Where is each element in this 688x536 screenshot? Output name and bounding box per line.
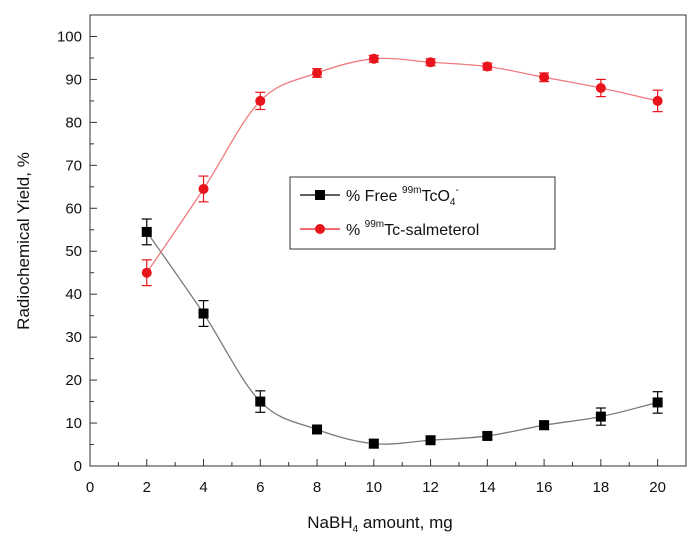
legend-label-salmeterol: % 99mTc-salmeterol <box>346 219 479 239</box>
data-point-1-1 <box>198 183 209 194</box>
legend-marker-circle <box>315 224 325 234</box>
x-tick-label-16: 16 <box>536 479 553 496</box>
legend-free-main: TcO <box>421 188 449 205</box>
y-axis-title: Radiochemical Yield, % <box>14 152 33 330</box>
data-point-1-2 <box>255 95 266 106</box>
legend-free-sup2: - <box>455 185 458 196</box>
data-point-0-2 <box>255 396 266 407</box>
legend-salm-prefix: % <box>346 222 365 239</box>
data-point-0-4 <box>368 438 379 449</box>
legend-salm-main: Tc-salmeterol <box>384 222 479 239</box>
data-point-0-6 <box>482 430 493 441</box>
y-tick-label-90: 90 <box>65 71 82 88</box>
data-point-1-8 <box>595 83 606 94</box>
data-point-0-9 <box>652 397 663 408</box>
x-tick-label-10: 10 <box>365 479 382 496</box>
x-tick-label-12: 12 <box>422 479 439 496</box>
axes: 0 2 4 6 8 10 12 14 16 18 20 0 10 20 30 40 50 60 70 80 90 100 <box>57 14 687 496</box>
y-tick-label-10: 10 <box>65 415 82 432</box>
legend-label-free: % Free 99mTcO4- <box>346 185 459 208</box>
y-tick-label-70: 70 <box>65 157 82 174</box>
y-tick-label-80: 80 <box>65 114 82 131</box>
legend-marker-square <box>315 190 325 200</box>
legend-free-sub: 4 <box>450 197 456 208</box>
series-layer <box>141 53 663 449</box>
y-tick-label-40: 40 <box>65 286 82 303</box>
data-point-1-5 <box>425 57 436 68</box>
y-tick-label-30: 30 <box>65 329 82 346</box>
data-point-1-3 <box>312 67 323 78</box>
x-tick-label-14: 14 <box>479 479 496 496</box>
legend-free-prefix: % Free <box>346 188 402 205</box>
x-axis-title-rest: amount, mg <box>358 513 453 532</box>
plot-frame <box>89 14 687 467</box>
legend-box <box>289 176 556 250</box>
x-tick-label-18: 18 <box>593 479 610 496</box>
legend-salm-sup: 99m <box>365 219 384 230</box>
x-axis-title: NaBH4 amount, mg <box>307 513 452 535</box>
x-axis-title-sub: 4 <box>353 524 359 535</box>
data-point-0-5 <box>425 435 436 446</box>
data-point-1-9 <box>652 95 663 106</box>
data-point-0-0 <box>141 226 152 237</box>
legend: % Free 99mTcO4- % 99mTc-salmeterol <box>289 176 556 250</box>
legend-free-sup: 99m <box>402 185 421 196</box>
data-point-1-6 <box>482 61 493 72</box>
x-tick-label-2: 2 <box>143 479 151 496</box>
data-point-0-7 <box>539 420 550 431</box>
x-tick-label-0: 0 <box>86 479 94 496</box>
x-tick-label-4: 4 <box>199 479 207 496</box>
data-point-1-7 <box>539 72 550 83</box>
data-point-0-1 <box>198 308 209 319</box>
x-tick-label-8: 8 <box>313 479 321 496</box>
y-tick-label-0: 0 <box>74 458 82 475</box>
y-tick-label-50: 50 <box>65 243 82 260</box>
series-line-0 <box>146 231 658 445</box>
y-tick-label-100: 100 <box>57 28 82 45</box>
x-tick-label-20: 20 <box>649 479 666 496</box>
data-point-1-0 <box>141 267 152 278</box>
data-point-0-8 <box>595 411 606 422</box>
x-tick-label-6: 6 <box>256 479 264 496</box>
y-tick-label-20: 20 <box>65 372 82 389</box>
data-point-0-3 <box>312 424 323 435</box>
data-point-1-4 <box>368 53 379 64</box>
x-axis-title-main: NaBH <box>307 513 352 532</box>
y-tick-label-60: 60 <box>65 200 82 217</box>
